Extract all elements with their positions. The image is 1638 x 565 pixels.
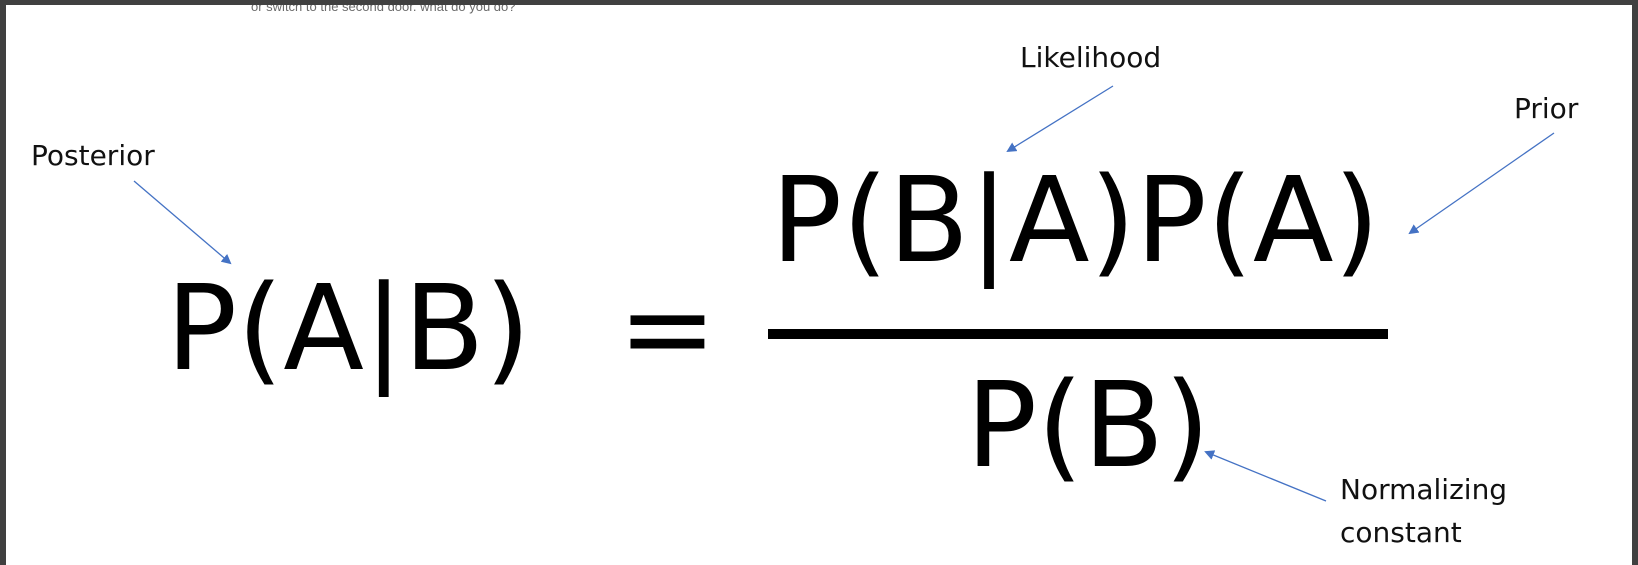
cut-off-text: or switch to the second door. what do yo… <box>251 5 516 14</box>
posterior-arrow <box>133 180 232 265</box>
normalizing-label-line1: Normalizing <box>1340 473 1508 506</box>
prior-label: Prior <box>1514 92 1579 125</box>
slide-canvas: or switch to the second door. what do yo… <box>6 5 1632 565</box>
normalizing-label-line2: constant <box>1340 516 1462 549</box>
likelihood-label: Likelihood <box>1020 41 1162 74</box>
prior-arrow <box>1408 132 1555 235</box>
formula-lhs: P(A|B) <box>166 259 531 397</box>
likelihood-arrow <box>1006 85 1114 153</box>
formula-numerator: P(B|A)P(A) <box>771 151 1380 289</box>
formula-denominator: P(B) <box>966 356 1211 494</box>
posterior-label: Posterior <box>31 139 155 172</box>
fraction-bar <box>768 329 1388 339</box>
normalizing-constant-label: Normalizing constant <box>1340 468 1507 554</box>
annotation-arrows <box>133 85 1555 502</box>
equals-sign: = <box>618 259 717 397</box>
normalizing-arrow <box>1204 450 1327 502</box>
